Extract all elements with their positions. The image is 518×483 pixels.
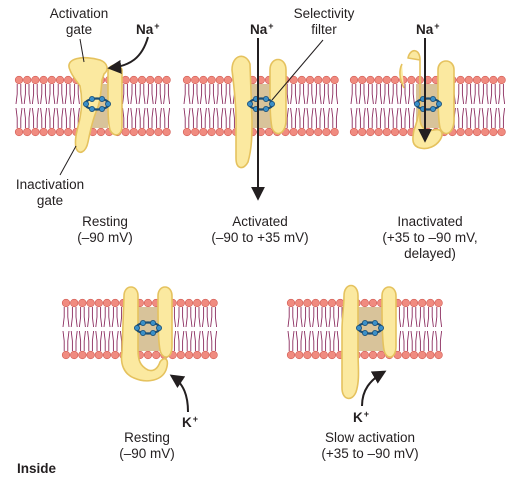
leader-inactivation-gate [59,145,77,176]
state-label-na-inactivated: Inactivated (+35 to –90 mV, delayed) [382,214,478,261]
k-slow-left-subunit [341,284,360,400]
activation-gate-label: Activation gate [49,6,109,37]
selectivity-filter-na-inactivated [413,96,442,113]
k-slow-right-subunit [381,286,397,358]
arrow-na-resting-approach [107,36,149,74]
na-inactivated-right-subunit [437,60,455,135]
inactivation-gate-label: Inactivation gate [15,177,85,208]
na-inactivated-left-subunit-with-inactivation-gate [407,49,443,150]
potassium-ion-label-slow: K+ [353,409,370,425]
sodium-ion-label-inactivated: Na+ [416,21,440,37]
inside-label: Inside [17,461,57,476]
state-label-k-resting: Resting (–90 mV) [119,430,175,461]
potassium-ion-label-resting: K+ [182,414,199,430]
state-label-k-slow-activation: Slow activation (+35 to –90 mV) [321,430,419,461]
selectivity-filter-k-slow [355,319,384,336]
leader-selectivity-filter [271,39,324,101]
selectivity-filter-label: Selectivity filter [293,6,355,37]
selectivity-filter-k-resting [133,319,162,336]
k-resting-right-subunit [157,286,173,358]
state-label-na-resting: Resting (–90 mV) [77,214,133,245]
state-label-na-activated: Activated (–90 to +35 mV) [211,214,309,245]
arrow-k-resting-approach [169,374,189,413]
na-activated-right-subunit [269,58,287,135]
selectivity-filter-na-resting [83,96,112,113]
na-inactivated-gate-fragment [399,63,405,89]
k-resting-left-subunit [120,286,169,382]
na-resting-right-subunit [107,64,123,136]
leader-activation-gate [79,38,85,63]
sodium-ion-label-resting: Na+ [136,21,160,37]
na-activated-left-subunit [231,55,253,169]
sodium-ion-label-activated: Na+ [250,21,274,37]
pore-na-activated [250,84,272,128]
arrow-k-slow-flow [361,370,387,407]
